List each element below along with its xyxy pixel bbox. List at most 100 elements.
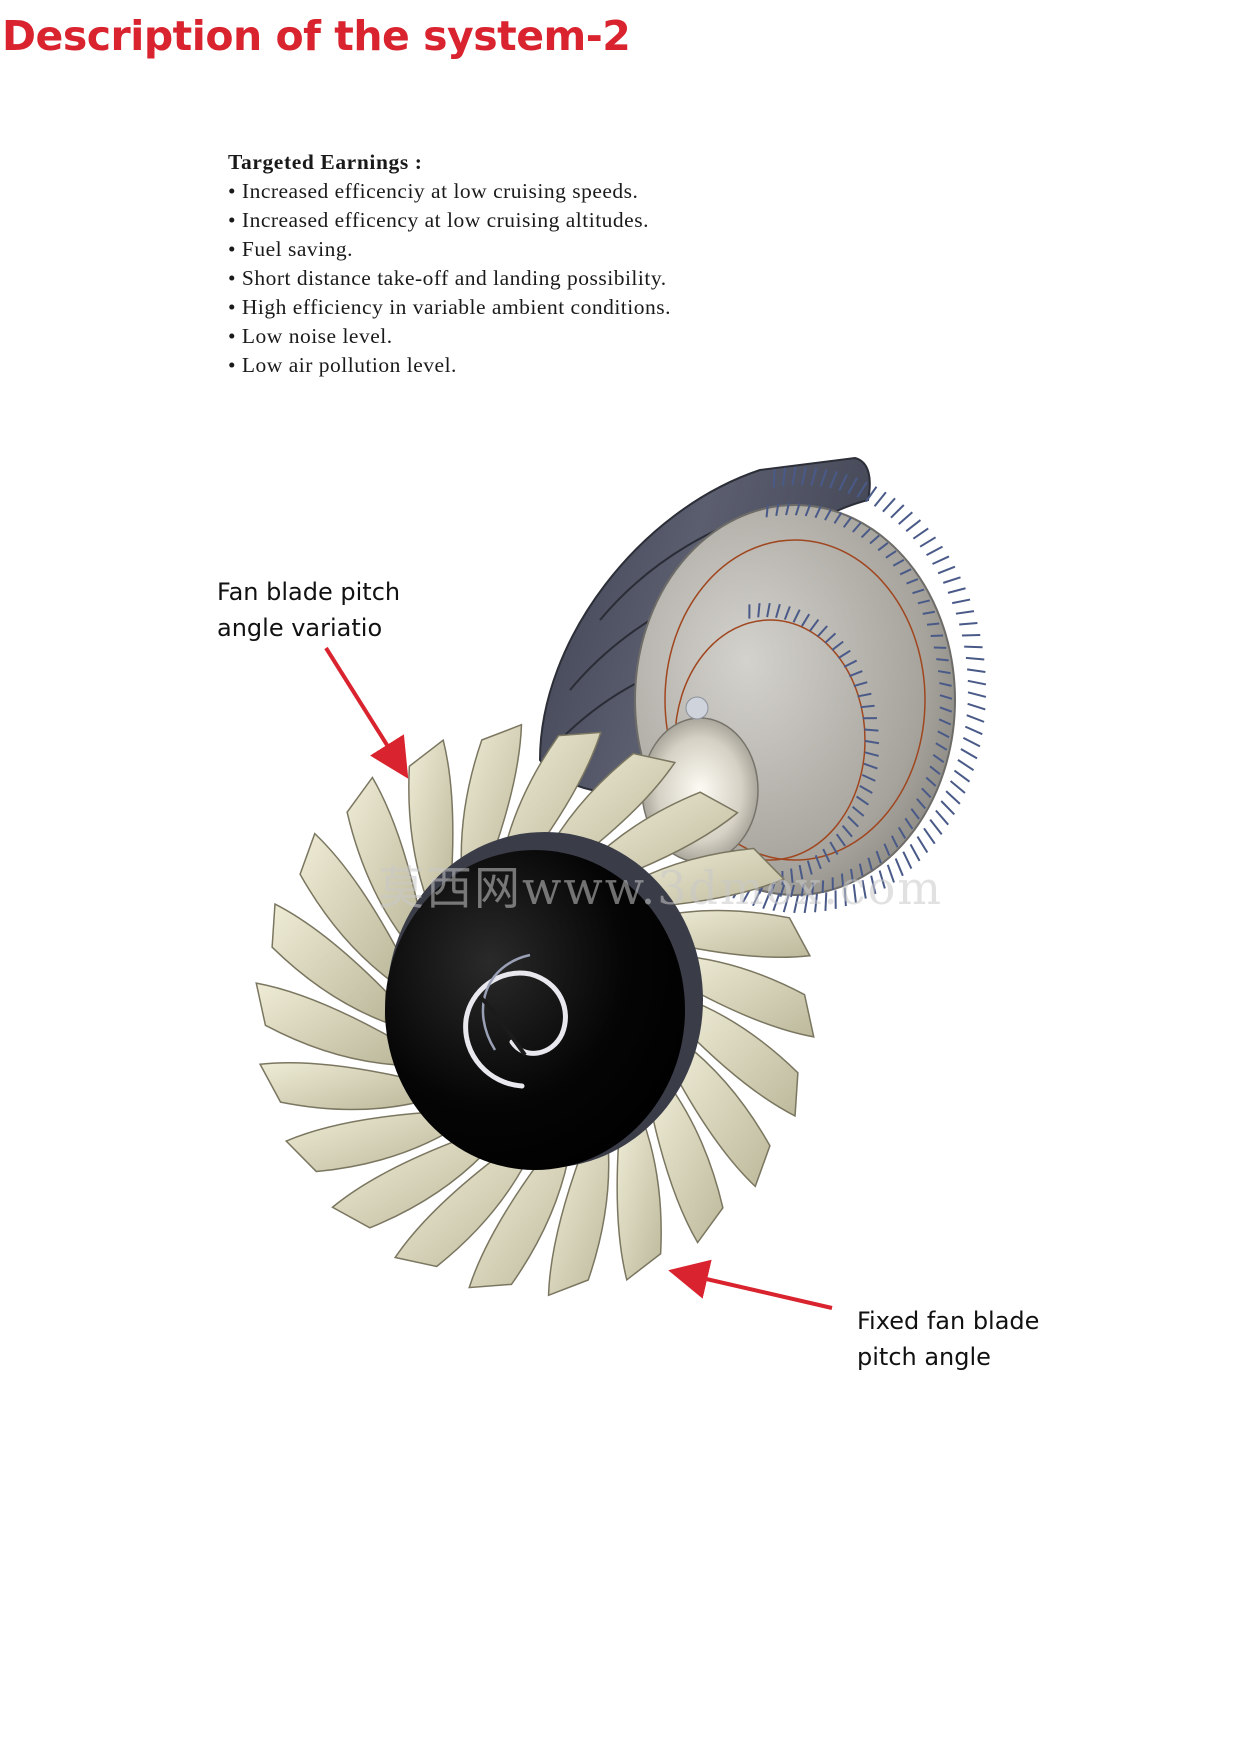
compressor-blade	[967, 702, 986, 711]
compressor-blade	[967, 668, 986, 673]
compressor-blade	[960, 748, 978, 760]
compressor-blade	[940, 800, 956, 816]
list-item: Fuel saving.	[228, 235, 671, 264]
compressor-blade	[916, 798, 927, 810]
compressor-blade	[829, 841, 839, 855]
compressor-blade	[902, 851, 913, 870]
callout-line: pitch angle	[857, 1343, 991, 1371]
compressor-blade	[850, 868, 854, 882]
compressor-blade	[877, 542, 889, 552]
compressor-blade	[953, 769, 971, 783]
compressor-blade	[936, 658, 949, 662]
compressor-blade	[882, 497, 896, 513]
compressor-blade	[949, 780, 966, 794]
compressor-blade	[939, 682, 952, 687]
fan-blade	[255, 982, 396, 1066]
compressor-blade	[937, 670, 951, 675]
compressor-blade	[869, 534, 880, 545]
compressor-blade	[798, 864, 804, 880]
compressor-blade	[790, 868, 794, 883]
compressor-blade	[967, 691, 987, 698]
compressor-blade	[912, 527, 929, 540]
compressor-blade	[824, 632, 837, 644]
compressor-blade	[824, 508, 832, 521]
compressor-blade	[945, 790, 961, 805]
compressor-blades	[695, 466, 987, 914]
compressor-blade	[939, 694, 953, 700]
compressor-blade	[904, 817, 914, 830]
fan-blades	[255, 723, 815, 1297]
compressor-blade	[899, 568, 912, 576]
fan-blade	[284, 1112, 448, 1173]
fan-blade	[393, 1156, 527, 1268]
compressor-blade	[966, 714, 985, 723]
compressor-blade	[967, 679, 987, 686]
compressor-blade	[847, 815, 859, 828]
compressor-blade	[890, 504, 905, 519]
compressor-blade	[790, 884, 795, 898]
fan-blade	[258, 1061, 417, 1111]
compressor-blade	[878, 870, 886, 889]
compressor-blade	[909, 843, 921, 862]
compressor-blade	[921, 787, 932, 799]
compressor-blade	[926, 545, 943, 557]
sensor-sphere	[685, 696, 709, 720]
compressor-blade	[890, 835, 899, 848]
list-item: Low air pollution level.	[228, 351, 671, 380]
callout-fixed-pitch: Fixed fan blade pitch angle	[857, 1303, 1039, 1375]
compressor-blade	[937, 565, 956, 575]
compressor-blade	[782, 467, 786, 487]
fan-blade	[674, 954, 815, 1038]
compressor-blade	[824, 892, 828, 911]
watermark-text: 莫西网www.3dmox.com	[378, 861, 943, 915]
compressor-blade	[852, 884, 857, 903]
compressor-blade	[852, 522, 862, 533]
compressor-blade	[794, 503, 801, 516]
fan-blade	[672, 1039, 771, 1188]
variable-pitch-arrow	[324, 646, 409, 779]
compressor-blade	[886, 864, 895, 883]
compressor-blade	[897, 826, 907, 839]
compressor-blade	[838, 473, 848, 492]
compressor-blade	[814, 506, 822, 519]
compressor-blade	[848, 670, 863, 678]
fan-blade	[649, 1080, 724, 1244]
compressor-blade	[912, 588, 925, 595]
compressor-blade	[864, 739, 880, 745]
compressor-blade	[906, 578, 919, 585]
compressor-blade	[843, 659, 858, 668]
spinner-spiral	[463, 970, 568, 1089]
compressor-blade	[793, 894, 800, 914]
compressor-blade	[859, 784, 873, 794]
compressor-blade	[916, 836, 929, 854]
compressor-blade	[861, 773, 876, 782]
list-item: Short distance take-off and landing poss…	[228, 264, 671, 293]
compressor-blade	[932, 754, 945, 763]
compressor-blade	[964, 725, 983, 736]
compressor-blade	[762, 891, 771, 909]
compressor-blade	[817, 625, 828, 638]
compressor-blade	[938, 718, 952, 726]
compressor-blade	[947, 587, 966, 594]
compressor-blade	[910, 808, 920, 820]
compressor-blade	[939, 706, 953, 713]
compressor-blade	[873, 491, 887, 507]
compressor-blade	[772, 469, 776, 488]
fan-blade	[460, 723, 523, 878]
compressor-blade	[922, 610, 936, 615]
compressor-blade	[864, 728, 879, 732]
targeted-earnings: Targeted Earnings : Increased efficenciy…	[228, 148, 671, 380]
compressor-blade	[959, 621, 978, 626]
compressor-blade	[905, 519, 922, 532]
fan-blade	[547, 1142, 610, 1297]
earnings-heading: Targeted Earnings :	[228, 150, 423, 174]
compressor-blade	[806, 860, 813, 875]
compressor-blade	[800, 884, 805, 897]
compressor-blade	[814, 854, 822, 870]
compressor-blade	[847, 477, 858, 495]
compressor-blade	[957, 759, 975, 772]
compressor-blade	[935, 809, 950, 826]
compressor-blade	[835, 833, 846, 847]
compressor-blade	[842, 516, 852, 528]
compressor-blade	[766, 602, 771, 618]
